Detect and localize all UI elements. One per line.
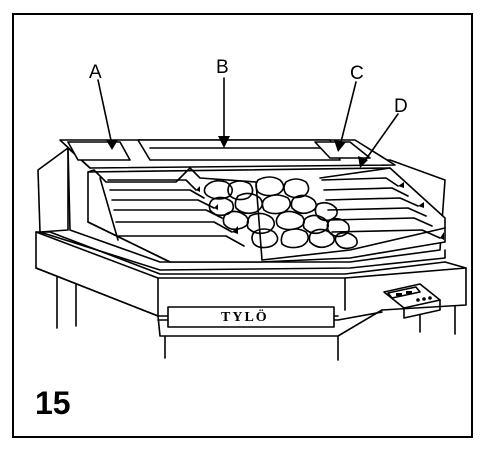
callout-d-label: D: [394, 96, 408, 117]
brand-plate: [167, 306, 335, 328]
callout-a-label: A: [89, 62, 102, 83]
control-panel: [383, 283, 441, 319]
callout-c-label: C: [350, 63, 364, 84]
right-slats: [321, 177, 444, 240]
callout-b-label: B: [216, 57, 229, 78]
heater-legs: [56, 267, 456, 361]
callout-leaders: [97, 77, 399, 168]
figure-number: 15: [35, 385, 71, 421]
brand-label: TYLÖ: [221, 310, 269, 325]
heater-top: [59, 139, 396, 169]
sauna-stones: [203, 176, 358, 250]
